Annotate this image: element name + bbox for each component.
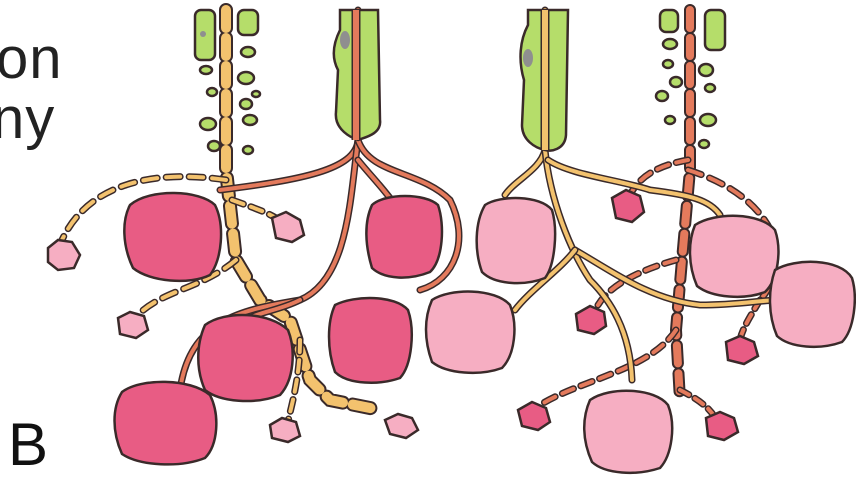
schwann-nucleus-icon	[523, 49, 533, 67]
schwann-nucleus-icon	[200, 31, 206, 37]
muscle-fibers-right	[426, 198, 855, 473]
schwann-nucleus-icon	[340, 31, 350, 49]
